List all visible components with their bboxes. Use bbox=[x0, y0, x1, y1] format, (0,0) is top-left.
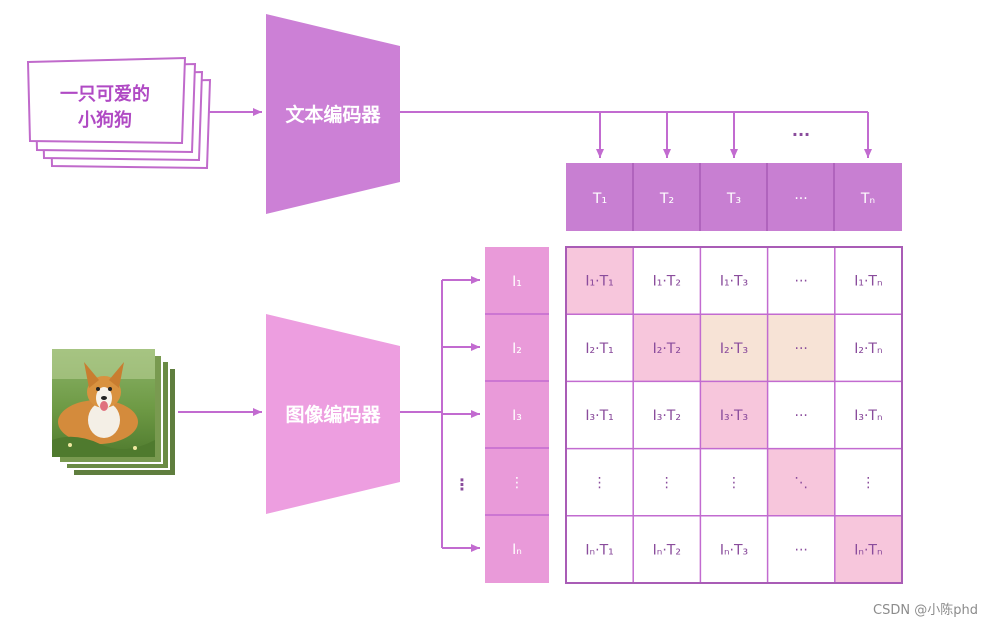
watermark: CSDN @小陈phd bbox=[873, 602, 978, 618]
matrix-cell-2-1 bbox=[566, 314, 634, 382]
matrix-cell-5-5 bbox=[834, 515, 902, 583]
matrix-cell-label-5-2: Iₙ·T₂ bbox=[653, 542, 681, 558]
matrix-cell-label-4-2: ⋮ bbox=[660, 475, 674, 491]
matrix-cell-2-2 bbox=[633, 314, 701, 382]
text-document-stack: 一只可爱的 小狗狗 bbox=[26, 56, 212, 170]
matrix-cell-label-3-2: I₃·T₂ bbox=[653, 408, 681, 424]
matrix-cell-label-2-1: I₂·T₁ bbox=[585, 341, 613, 357]
matrix-cell-label-1-5: I₁·Tₙ bbox=[854, 274, 882, 290]
matrix-cell-label-1-4: ··· bbox=[795, 274, 808, 290]
matrix-cell-label-5-4: ··· bbox=[795, 542, 808, 558]
text-encoder: 文本编码器 bbox=[266, 14, 400, 214]
matrix-cell-label-3-1: I₃·T₁ bbox=[585, 408, 613, 424]
image-input-stack bbox=[52, 349, 177, 477]
matrix-cell-label-1-2: I₁·T₂ bbox=[653, 274, 681, 290]
matrix-border bbox=[565, 246, 903, 584]
matrix-cell-2-4 bbox=[767, 314, 835, 382]
image-encoder-label: 图像编码器 bbox=[285, 403, 381, 426]
matrix-cell-4-5 bbox=[834, 448, 902, 516]
text-vector-n: Tₙ bbox=[860, 191, 875, 207]
matrix-cell-label-2-4: ··· bbox=[795, 341, 808, 357]
image-vector-1: I₁ bbox=[512, 274, 522, 290]
matrix-cell-label-4-3: ⋮ bbox=[727, 475, 741, 491]
top-ellipsis: ··· bbox=[792, 125, 810, 144]
matrix-cell-4-1 bbox=[566, 448, 634, 516]
matrix-cell-4-2 bbox=[633, 448, 701, 516]
matrix-cell-label-5-5: Iₙ·Tₙ bbox=[854, 542, 882, 558]
matrix-cell-label-3-3: I₃·T₃ bbox=[720, 408, 748, 424]
matrix-cell-label-3-5: I₃·Tₙ bbox=[854, 408, 882, 424]
matrix-cell-label-2-3: I₂·T₃ bbox=[720, 341, 748, 357]
text-encoder-label: 文本编码器 bbox=[285, 103, 381, 126]
text-input-line-2: 小狗狗 bbox=[78, 109, 132, 131]
matrix-cell-5-2 bbox=[633, 515, 701, 583]
image-output-connector bbox=[400, 276, 480, 552]
matrix-cell-label-2-5: I₂·Tₙ bbox=[854, 341, 882, 357]
similarity-matrix-grid bbox=[565, 246, 903, 584]
matrix-cell-label-4-4: ⋱ bbox=[794, 475, 808, 491]
matrix-cell-1-1 bbox=[566, 247, 634, 315]
image-vector-column: I₁ I₂ I₃ ⋮ Iₙ bbox=[485, 247, 549, 583]
matrix-cell-1-2 bbox=[633, 247, 701, 315]
matrix-cell-1-5 bbox=[834, 247, 902, 315]
matrix-cell-1-3 bbox=[700, 247, 768, 315]
matrix-cell-4-4 bbox=[767, 448, 835, 516]
image-vector-ellipsis: ⋮ bbox=[510, 475, 524, 491]
text-output-connector bbox=[400, 111, 872, 158]
matrix-cell-3-3 bbox=[700, 381, 768, 449]
text-vector-ellipsis: ··· bbox=[794, 191, 807, 207]
matrix-cell-5-4 bbox=[767, 515, 835, 583]
matrix-cell-label-3-4: ··· bbox=[795, 408, 808, 424]
matrix-cell-1-4 bbox=[767, 247, 835, 315]
matrix-cell-label-4-1: ⋮ bbox=[593, 475, 607, 491]
matrix-cell-3-5 bbox=[834, 381, 902, 449]
image-encoder: 图像编码器 bbox=[266, 314, 400, 514]
matrix-cell-label-2-2: I₂·T₂ bbox=[653, 341, 681, 357]
image-vector-n: Iₙ bbox=[512, 542, 522, 558]
matrix-cell-label-5-3: Iₙ·T₃ bbox=[720, 542, 748, 558]
matrix-cell-label-5-1: Iₙ·T₁ bbox=[585, 542, 613, 558]
matrix-cell-3-4 bbox=[767, 381, 835, 449]
matrix-cell-2-5 bbox=[834, 314, 902, 382]
text-vector-row: T₁ T₂ T₃ ··· Tₙ bbox=[566, 163, 902, 231]
matrix-cell-4-3 bbox=[700, 448, 768, 516]
matrix-cell-3-1 bbox=[566, 381, 634, 449]
text-vector-3: T₃ bbox=[726, 191, 741, 207]
image-vector-2: I₂ bbox=[512, 341, 522, 357]
matrix-cell-2-3 bbox=[700, 314, 768, 382]
matrix-cell-label-1-3: I₁·T₃ bbox=[720, 274, 748, 290]
matrix-cell-label-1-1: I₁·T₁ bbox=[585, 274, 613, 290]
side-ellipsis: ⋮ bbox=[454, 475, 470, 494]
text-vector-1: T₁ bbox=[592, 191, 607, 207]
image-vector-3: I₃ bbox=[512, 408, 522, 424]
text-input-line-1: 一只可爱的 bbox=[60, 83, 150, 105]
text-vector-2: T₂ bbox=[659, 191, 674, 207]
matrix-cell-3-2 bbox=[633, 381, 701, 449]
matrix-cell-5-3 bbox=[700, 515, 768, 583]
dog-photo bbox=[52, 349, 155, 457]
matrix-cell-label-4-5: ⋮ bbox=[861, 475, 875, 491]
matrix-cell-5-1 bbox=[566, 515, 634, 583]
